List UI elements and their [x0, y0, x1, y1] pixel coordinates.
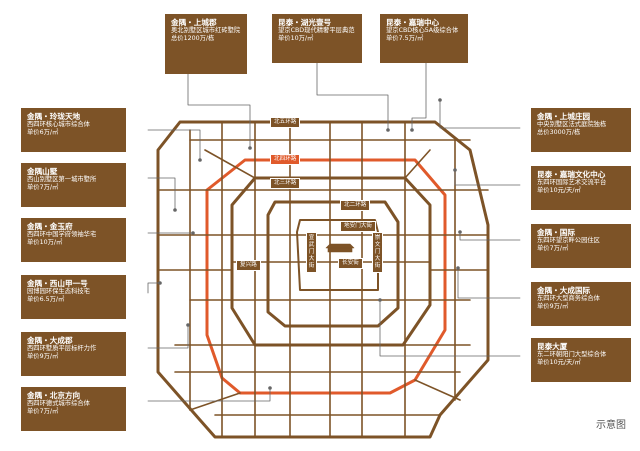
project-desc: 东四环国际艺术交流平台 [537, 179, 607, 187]
project-title: 金隅・北京方向 [27, 391, 81, 400]
project-title: 金隅山墅 [27, 167, 58, 176]
project-price: 单价7.5万/㎡ [386, 35, 424, 43]
project-title: 昆泰・嘉瑞文化中心 [537, 170, 606, 179]
project-card-dachengjun[interactable]: 金隅・大成郡 西四环墅质平层标杆力作 单价9万/㎡ [21, 332, 126, 376]
road-label-chongwen: 崇文门大街 [372, 232, 383, 273]
project-card-wenhua[interactable]: 昆泰・嘉瑞文化中心 东四环国际艺术交流平台 单价10元/天/㎡ [531, 166, 631, 210]
project-desc: 西四环中国学府领袖华宅 [27, 231, 97, 239]
project-desc: 奥北别墅区城市红砖墅院 [171, 27, 241, 35]
fourth-ring-road [205, 158, 447, 395]
project-desc: 西四环核心城市综合体 [27, 121, 90, 129]
project-price: 单价7万/㎡ [537, 245, 569, 253]
project-card-shanshu[interactable]: 金隅山墅 西山别墅区第一城市墅所 单价7万/㎡ [21, 163, 126, 207]
project-price: 单价7万/㎡ [27, 408, 59, 416]
project-title: 金隅・上城郡 [171, 18, 217, 27]
project-title: 金隅・金玉府 [27, 222, 73, 231]
project-price: 单价6万/㎡ [27, 129, 59, 137]
project-card-shangcheng[interactable]: 金隅・上城庄园 中央别墅区法式庭院独栋 总价3000万/栋 [531, 108, 631, 152]
project-desc: 西山别墅区第一城市墅所 [27, 176, 97, 184]
project-price: 单价10元/天/㎡ [537, 359, 581, 367]
project-price: 单价10万/㎡ [27, 239, 63, 247]
project-title: 金隅・大成郡 [27, 336, 73, 345]
project-price: 单价10元/天/㎡ [537, 187, 581, 195]
project-price: 单价7万/㎡ [27, 184, 59, 192]
road-label-fourth-ring: 北四环路 [270, 154, 301, 165]
project-card-xishan[interactable]: 金隅・西山甲一号 园博园环保生态科技宅 单价6.5万/㎡ [21, 275, 126, 319]
project-card-shangchengjun[interactable]: 金隅・上城郡 奥北别墅区城市红砖墅院 总价1200万/栋 [165, 14, 247, 74]
road-label-second-ring: 北二环路 [340, 200, 371, 211]
project-title: 金隅・上城庄园 [537, 112, 591, 121]
project-price: 总价3000万/栋 [537, 129, 581, 137]
project-title: 昆泰・湖光壹号 [278, 18, 332, 27]
project-title: 金隅・国际 [537, 228, 575, 237]
project-price: 总价1200万/栋 [171, 35, 215, 43]
road-label-dianmen: 地安门大街 [340, 221, 376, 232]
project-card-dacheng[interactable]: 金隅・大成国际 东四环大型商务综合体 单价9万/㎡ [531, 282, 631, 326]
project-title: 昆泰大厦 [537, 342, 568, 351]
project-desc: 东二环朝阳门大型综合体 [537, 351, 607, 359]
road-label-third-ring: 北三环路 [270, 178, 301, 189]
road-label-xuanwu: 宣武门大街 [306, 232, 317, 273]
project-title: 金隅・玲珑天地 [27, 112, 81, 121]
project-desc: 东四环望京畔公园住区 [537, 237, 600, 245]
inner-city-road [296, 219, 379, 291]
project-card-beijing[interactable]: 金隅・北京方向 西四环德式城市综合体 单价7万/㎡ [21, 387, 126, 431]
project-card-linglong[interactable]: 金隅・玲珑天地 西四环核心城市综合体 单价6万/㎡ [21, 108, 126, 152]
project-price: 单价6.5万/㎡ [27, 296, 65, 304]
schematic-note: 示意图 [596, 420, 626, 431]
project-desc: 园博园环保生态科技宅 [27, 288, 90, 296]
project-card-kuntai[interactable]: 昆泰大厦 东二环朝阳门大型综合体 单价10元/天/㎡ [531, 338, 631, 382]
project-desc: 西四环德式城市综合体 [27, 400, 90, 408]
project-card-hubeiyi[interactable]: 昆泰・湖光壹号 望京CBD现代精奢平层典范 单价10万/㎡ [272, 14, 362, 63]
project-desc: 中央别墅区法式庭院独栋 [537, 121, 607, 129]
project-desc: 东四环大型商务综合体 [537, 295, 600, 303]
project-desc: 望京CBD核心5A级综合体 [386, 27, 459, 35]
project-card-guoji[interactable]: 金隅・国际 东四环望京畔公园住区 单价7万/㎡ [531, 224, 631, 268]
project-price: 单价9万/㎡ [27, 353, 59, 361]
road-label-fuxing: 复兴路 [236, 260, 261, 271]
project-card-jiarui[interactable]: 昆泰・嘉瑞中心 望京CBD核心5A级综合体 单价7.5万/㎡ [380, 14, 468, 63]
project-desc: 望京CBD现代精奢平层典范 [278, 27, 355, 35]
project-title: 昆泰・嘉瑞中心 [386, 18, 440, 27]
project-price: 单价10万/㎡ [278, 35, 314, 43]
road-label-changan: 长安街 [338, 258, 363, 269]
project-desc: 西四环墅质平层标杆力作 [27, 345, 97, 353]
fifth-ring-road [156, 120, 490, 439]
second-ring-road [266, 200, 400, 328]
road-label-fifth-ring: 北五环路 [270, 117, 301, 128]
project-title: 金隅・大成国际 [537, 286, 591, 295]
tiananmen-icon [325, 243, 355, 253]
project-card-jinyufu[interactable]: 金隅・金玉府 西四环中国学府领袖华宅 单价10万/㎡ [21, 218, 126, 262]
project-price: 单价9万/㎡ [537, 303, 569, 311]
project-title: 金隅・西山甲一号 [27, 279, 88, 288]
